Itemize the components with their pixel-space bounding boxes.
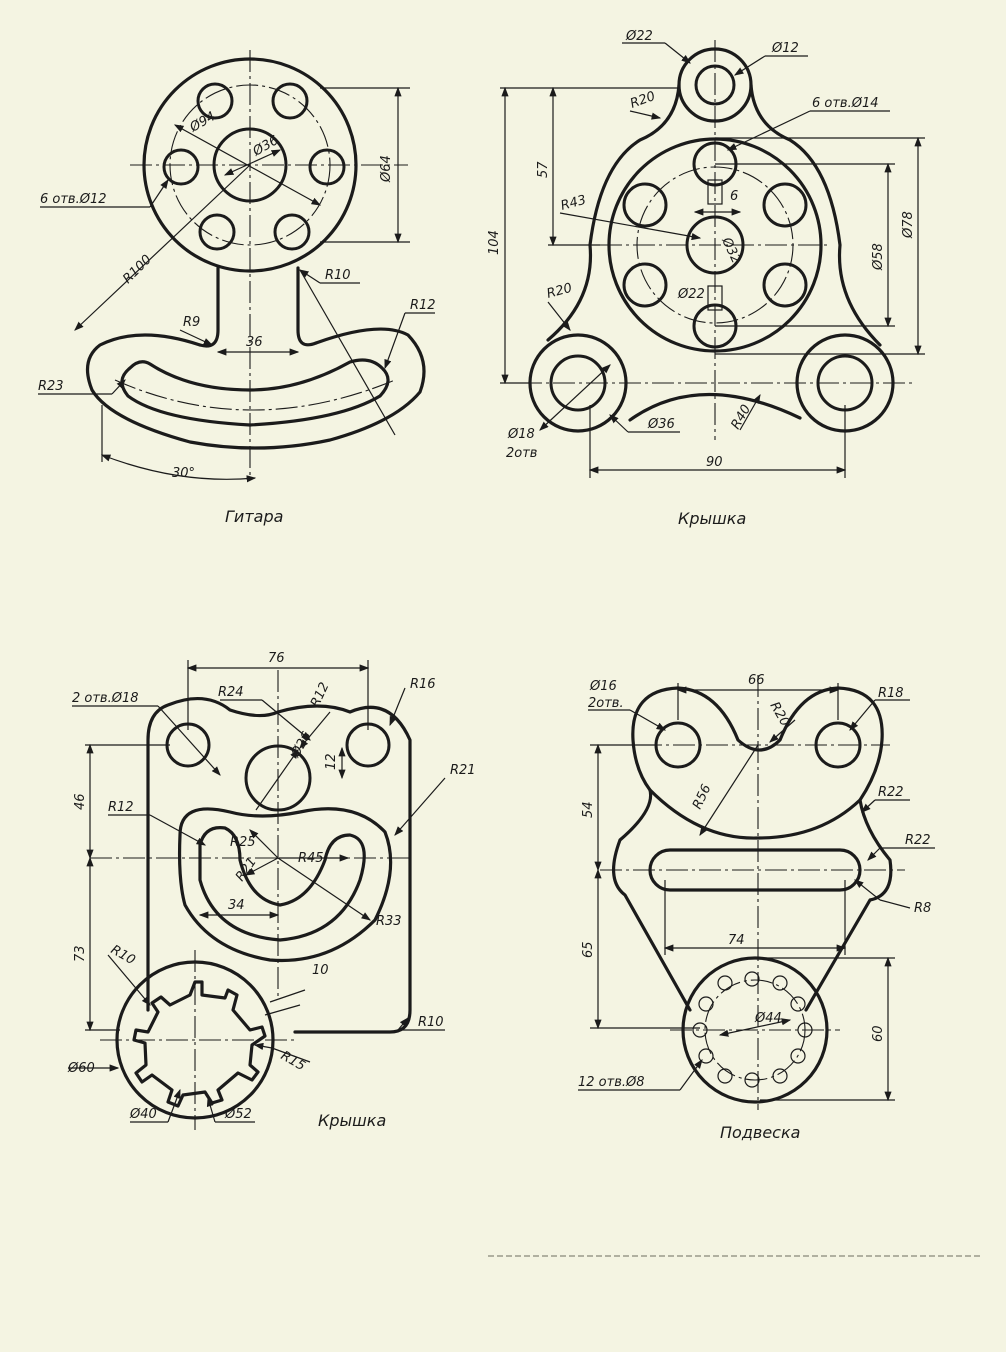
guitar-label: Ø64 [379,155,394,183]
hanger-label: R56 [690,782,714,812]
hanger-label: R18 [878,686,904,701]
cover-2-label: Ø52 [224,1107,252,1122]
cover-2-caption: Крышка [318,1111,386,1130]
guitar-label: 30° [172,466,195,481]
cover-2-label: R10 [108,942,138,968]
cover-2-label: R12 [108,800,134,815]
cover-1-label: Ø22 [677,287,705,302]
drawing-guitar: Ø94 Ø36 Ø64 6 отв.Ø12 R100 R10 R9 36 R12… [38,50,436,526]
cover-1-caption: Крышка [678,509,746,528]
cover-2-label: R21 [450,763,476,778]
cover-2-label: 46 [73,793,88,810]
cover-2-label: 12 [324,753,339,770]
cover-1-label: Ø78 [901,211,916,239]
guitar-label: Ø94 [187,109,219,136]
drawing-cover-1: Ø22 Ø12 R20 6 отв.Ø14 57 6 R43 104 Ø78 Ø… [487,29,925,528]
hanger-label: Ø44 [754,1011,782,1026]
cover-1-label: Ø32 [718,234,743,266]
guitar-label: R9 [183,315,200,330]
cover-2-label: R16 [410,677,436,692]
hanger-label: 54 [581,801,596,818]
hanger-label: 65 [581,941,596,958]
cover-1-label: 90 [706,455,723,470]
guitar-label: 6 отв.Ø12 [40,192,107,207]
cover-1-label: 6 [730,189,738,204]
cover-2-label: R45 [298,851,324,866]
hanger-caption: Подвеска [720,1123,800,1142]
cover-1-label: R40 [728,402,754,432]
hanger-label: R22 [878,785,904,800]
cover-2-label: Ø60 [67,1061,95,1076]
cover-1-label: 104 [487,230,502,255]
cover-1-label: Ø12 [771,41,799,56]
cover-2-label: R15 [278,1048,308,1074]
cover-1-label: 2отв [506,446,537,461]
cover-1-label: Ø22 [625,29,653,44]
cover-2-label: 2 отв.Ø18 [72,691,139,706]
guitar-label: R23 [38,379,64,394]
cover-1-label: Ø18 [507,427,535,442]
guitar-caption: Гитара [225,507,283,526]
cover-1-label: R20 [628,89,657,112]
cover-1-label: R43 [559,193,588,214]
guitar-label: R10 [325,268,351,283]
drawing-cover-2: 76 2 отв.Ø18 R24 R12 R16 Ø26 12 46 R21 R… [67,651,476,1130]
guitar-label: 36 [246,335,263,350]
hanger-label: R8 [914,901,931,916]
hanger-label: R22 [905,833,931,848]
cover-2-label: R10 [418,1015,444,1030]
cover-2-label: Ø40 [129,1107,157,1122]
cover-2-label: R24 [218,685,244,700]
cover-2-label: Ø26 [288,729,315,761]
cover-1-label: Ø36 [647,417,675,432]
hanger-label: 60 [871,1025,886,1042]
cover-1-label: Ø58 [871,243,886,271]
hanger-label: 2отв. [588,696,624,711]
guitar-label: R12 [410,298,436,313]
cover-2-label: 34 [228,898,245,913]
cover-2-label: R33 [376,914,402,929]
cover-1-label: 57 [536,161,551,178]
cover-1-label: 6 отв.Ø14 [812,96,879,111]
cover-1-label: R20 [545,281,574,302]
guitar-label: Ø36 [250,133,282,160]
hanger-label: Ø16 [589,679,617,694]
cover-2-label: 10 [312,963,329,978]
cover-2-label: 73 [73,945,88,962]
drawing-hanger: 66 Ø16 2отв. R18 R20 54 R56 R22 R22 R8 7… [578,673,935,1142]
cover-2-label: R25 [230,835,256,850]
hanger-label: 66 [748,673,765,688]
hanger-label: 74 [728,933,745,948]
hanger-label: 12 отв.Ø8 [578,1075,645,1090]
cover-2-label: 76 [268,651,285,666]
guitar-label: R100 [120,252,155,287]
